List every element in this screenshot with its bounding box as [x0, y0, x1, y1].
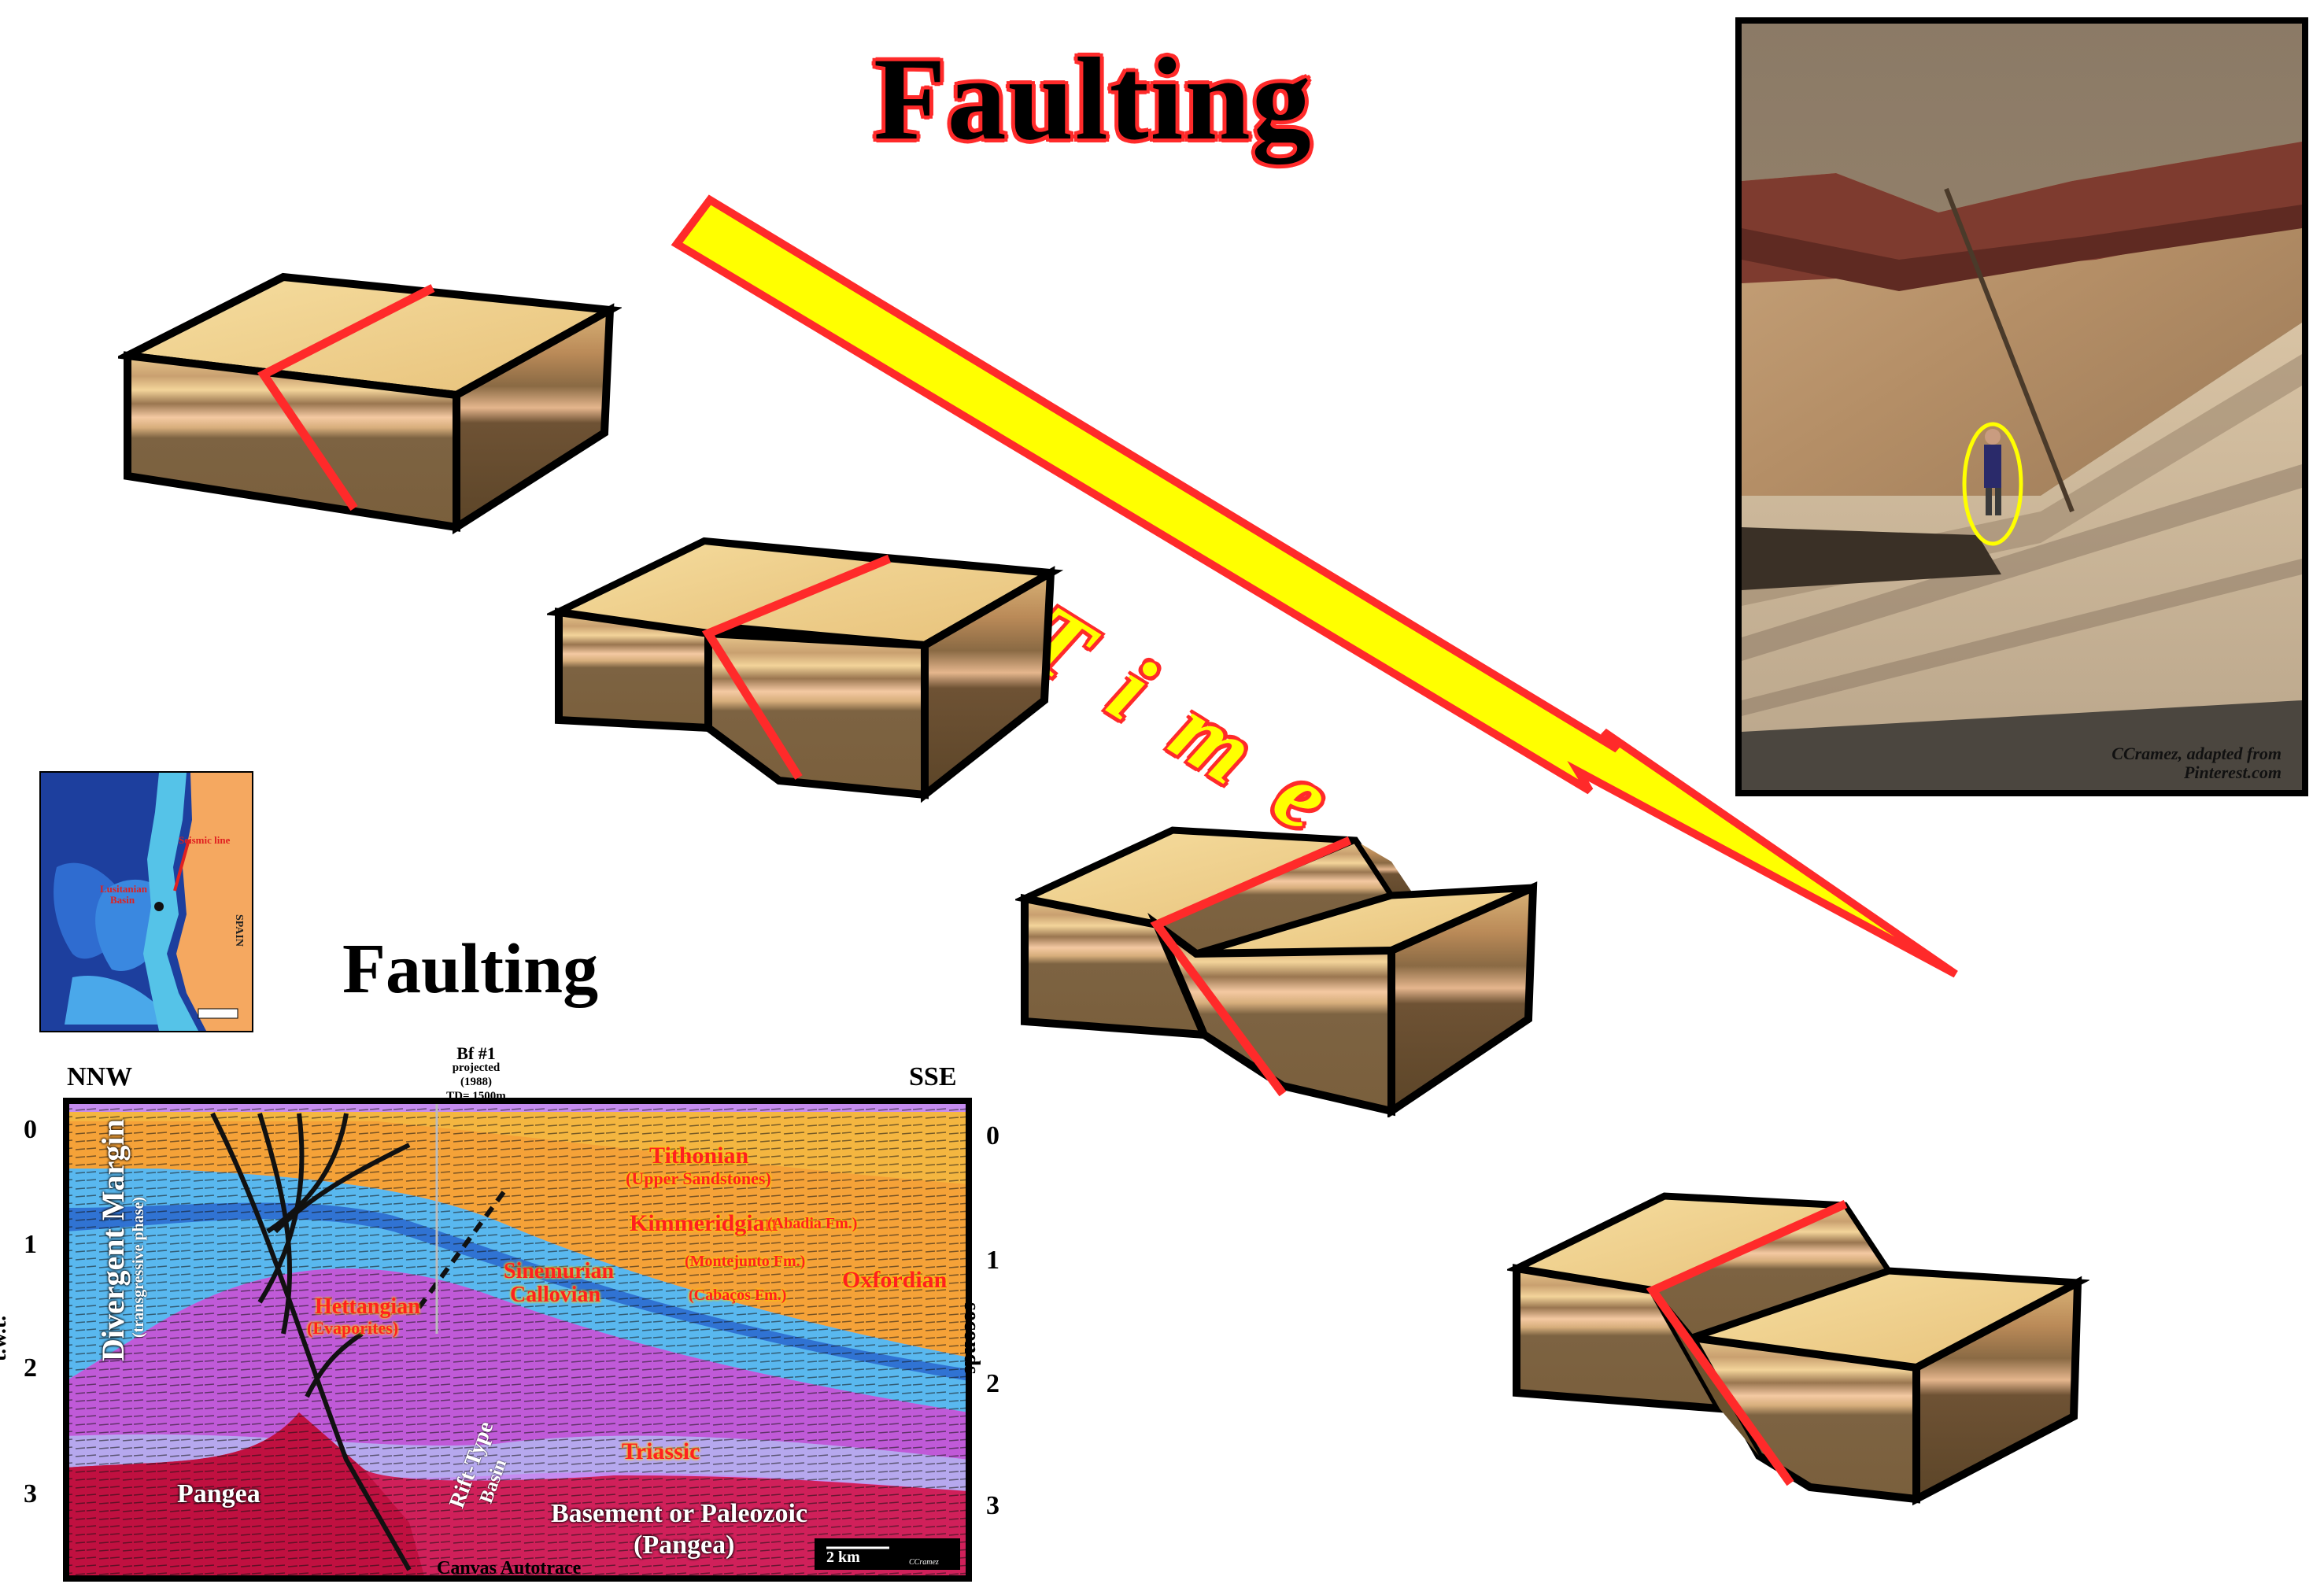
well-note-1: projected	[452, 1062, 501, 1074]
right-tick-3: 3	[986, 1491, 999, 1520]
seismic-left-axis: 0 1 2 3 t.w.t.	[0, 1098, 63, 1582]
label-montejunto: (Montejunto Fm.)	[685, 1253, 806, 1270]
well-label: Bf #1 projected (1988) TD= 1500m	[425, 1043, 527, 1103]
location-map: Seismic line Lusitanian Basin SPAIN	[39, 771, 253, 1032]
seismic-right-direction: SSE	[909, 1062, 957, 1091]
right-axis-label: seconds	[959, 1302, 984, 1375]
fault-block-3	[1015, 826, 1538, 1117]
label-pangea: Pangea	[177, 1479, 260, 1508]
label-sinemurian: Sinemurian	[504, 1259, 615, 1283]
location-map-image: Seismic line Lusitanian Basin SPAIN	[41, 773, 252, 1031]
map-seismic-line-label: Seismic line	[179, 834, 231, 846]
scale-label: 2 km	[826, 1549, 860, 1566]
well-name: Bf #1	[456, 1043, 496, 1063]
outcrop-photo: CCramez, adapted from Pinterest.com	[1735, 17, 2308, 796]
label-evaporites: (Evaporites)	[307, 1318, 399, 1338]
label-cabacos: (Cabaços Fm.)	[689, 1287, 787, 1304]
map-basin-label: Basin	[110, 894, 135, 906]
right-tick-1: 1	[986, 1246, 999, 1275]
seismic-section	[63, 1098, 972, 1582]
label-basement-sub: (Pangea)	[634, 1530, 735, 1560]
well-note-2: (1988)	[460, 1076, 492, 1088]
outcrop-photo-image	[1742, 24, 2302, 790]
fault-block-1	[118, 272, 622, 535]
label-divergent-sub: (transgressive phase)	[130, 1196, 147, 1338]
left-tick-3: 3	[24, 1479, 37, 1508]
right-tick-0: 0	[986, 1121, 999, 1150]
photo-credit-line1: CCramez, adapted from	[2112, 744, 2282, 763]
label-autotrace: Canvas Autotrace	[437, 1558, 582, 1578]
label-oxfordian: Oxfordian	[842, 1267, 948, 1293]
left-tick-1: 1	[24, 1230, 37, 1259]
map-lusitanian-label: Lusitanian	[100, 883, 148, 895]
label-callovian: Callovian	[510, 1283, 601, 1307]
label-tithonian-sub: (Upper Sandstones)	[626, 1169, 771, 1188]
seismic-right-axis: 0 1 2 3 seconds	[959, 1098, 1051, 1582]
seismic-left-direction: NNW	[67, 1062, 133, 1091]
left-tick-2: 2	[24, 1353, 37, 1383]
label-kimmeridgian: Kimmeridgian	[630, 1210, 778, 1236]
label-divergent: Divergent Margin	[95, 1119, 131, 1361]
label-kimmeridgian-sub: (Abadia Fm.)	[767, 1215, 858, 1232]
time-arrow	[671, 194, 1958, 978]
label-triassic: Triassic	[622, 1438, 700, 1464]
main-title: Faulting	[874, 34, 1313, 164]
fault-block-2	[547, 537, 1064, 803]
fault-block-4	[1507, 1192, 2089, 1506]
label-hettangian: Hettangian	[315, 1294, 420, 1319]
label-basement: Basement or Paleozoic	[551, 1499, 808, 1528]
label-tithonian: Tithonian	[649, 1143, 749, 1169]
left-tick-0: 0	[24, 1115, 37, 1144]
left-axis-label: t.w.t.	[0, 1315, 12, 1362]
seismic-title: Faulting	[342, 930, 599, 1008]
map-spain-label: SPAIN	[233, 914, 245, 947]
right-tick-2: 2	[986, 1369, 999, 1398]
ccramez-mark: CCramez	[909, 1558, 939, 1567]
photo-credit: CCramez, adapted from Pinterest.com	[2112, 744, 2282, 782]
photo-credit-line2: Pinterest.com	[2183, 762, 2282, 782]
